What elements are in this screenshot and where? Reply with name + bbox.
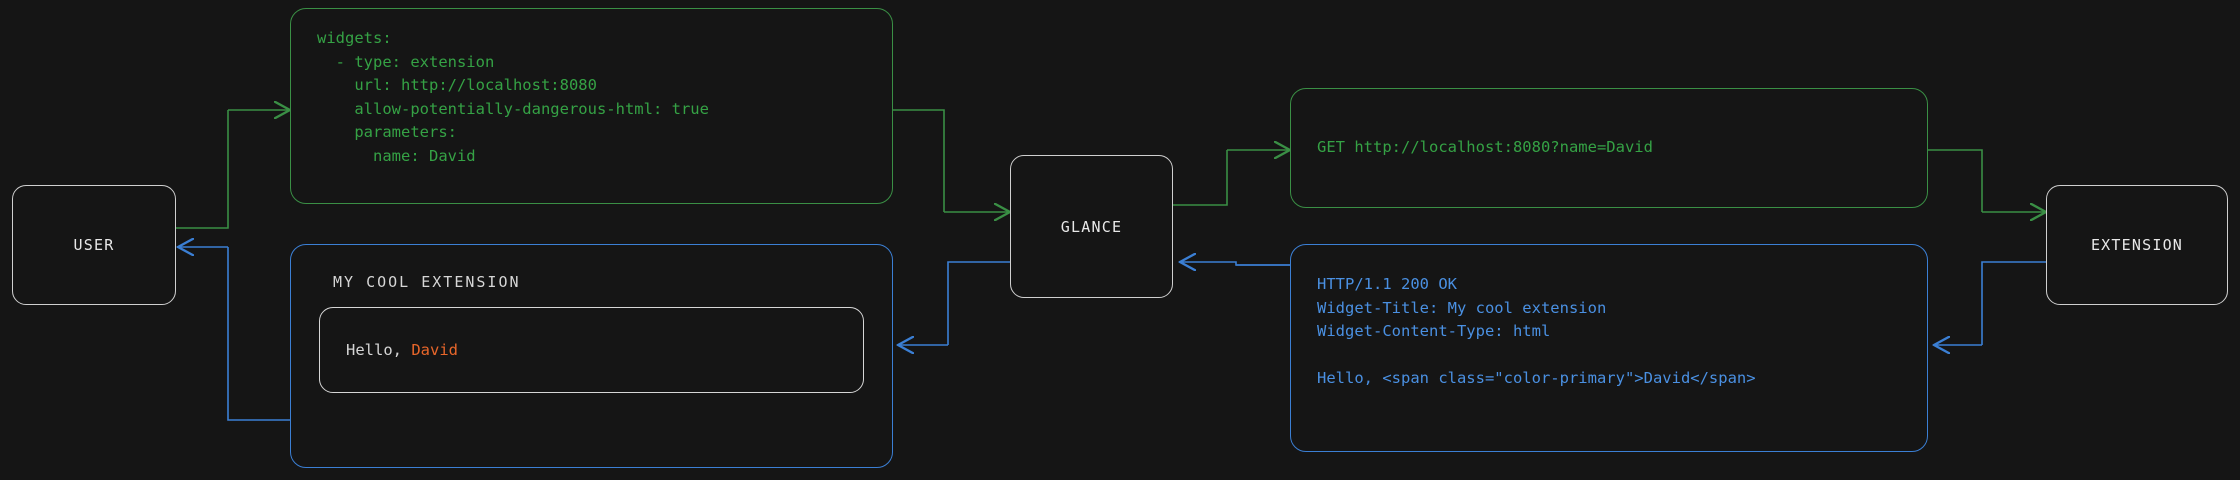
node-user[interactable]: USER xyxy=(12,185,176,305)
node-glance[interactable]: GLANCE xyxy=(1010,155,1173,298)
rendered-widget-card: MY COOL EXTENSION Hello, David xyxy=(290,244,893,468)
greeting-name-text: David xyxy=(411,341,458,359)
rendered-widget-greeting: Hello, David xyxy=(346,341,458,359)
rendered-widget-title: MY COOL EXTENSION xyxy=(333,273,521,291)
connector-render-to-user xyxy=(178,247,290,421)
connector-response-to-glance xyxy=(1180,262,1290,265)
node-extension-label: EXTENSION xyxy=(2090,236,2184,254)
connector-config-to-glance xyxy=(893,109,1010,212)
greeting-prefix-text: Hello, xyxy=(346,341,412,359)
node-user-label: USER xyxy=(73,236,115,254)
connector-extension-to-response xyxy=(1934,261,2046,345)
rendered-widget-body: Hello, David xyxy=(319,307,864,393)
config-yaml-box: widgets: - type: extension url: http://l… xyxy=(290,8,893,204)
node-extension[interactable]: EXTENSION xyxy=(2046,185,2228,305)
http-request-code: GET http://localhost:8080?name=David xyxy=(1317,138,1653,157)
node-glance-label: GLANCE xyxy=(1060,217,1123,236)
http-response-code: HTTP/1.1 200 OK Widget-Title: My cool ex… xyxy=(1317,275,1756,387)
connector-glance-to-render xyxy=(898,261,1010,345)
http-response-box: HTTP/1.1 200 OK Widget-Title: My cool ex… xyxy=(1290,244,1928,452)
http-request-box: GET http://localhost:8080?name=David xyxy=(1290,88,1928,208)
connector-user-to-config xyxy=(175,110,290,229)
connector-request-to-extension xyxy=(1928,149,2046,212)
config-yaml-code: widgets: - type: extension url: http://l… xyxy=(317,29,709,165)
connector-glance-to-request xyxy=(1172,150,1290,206)
